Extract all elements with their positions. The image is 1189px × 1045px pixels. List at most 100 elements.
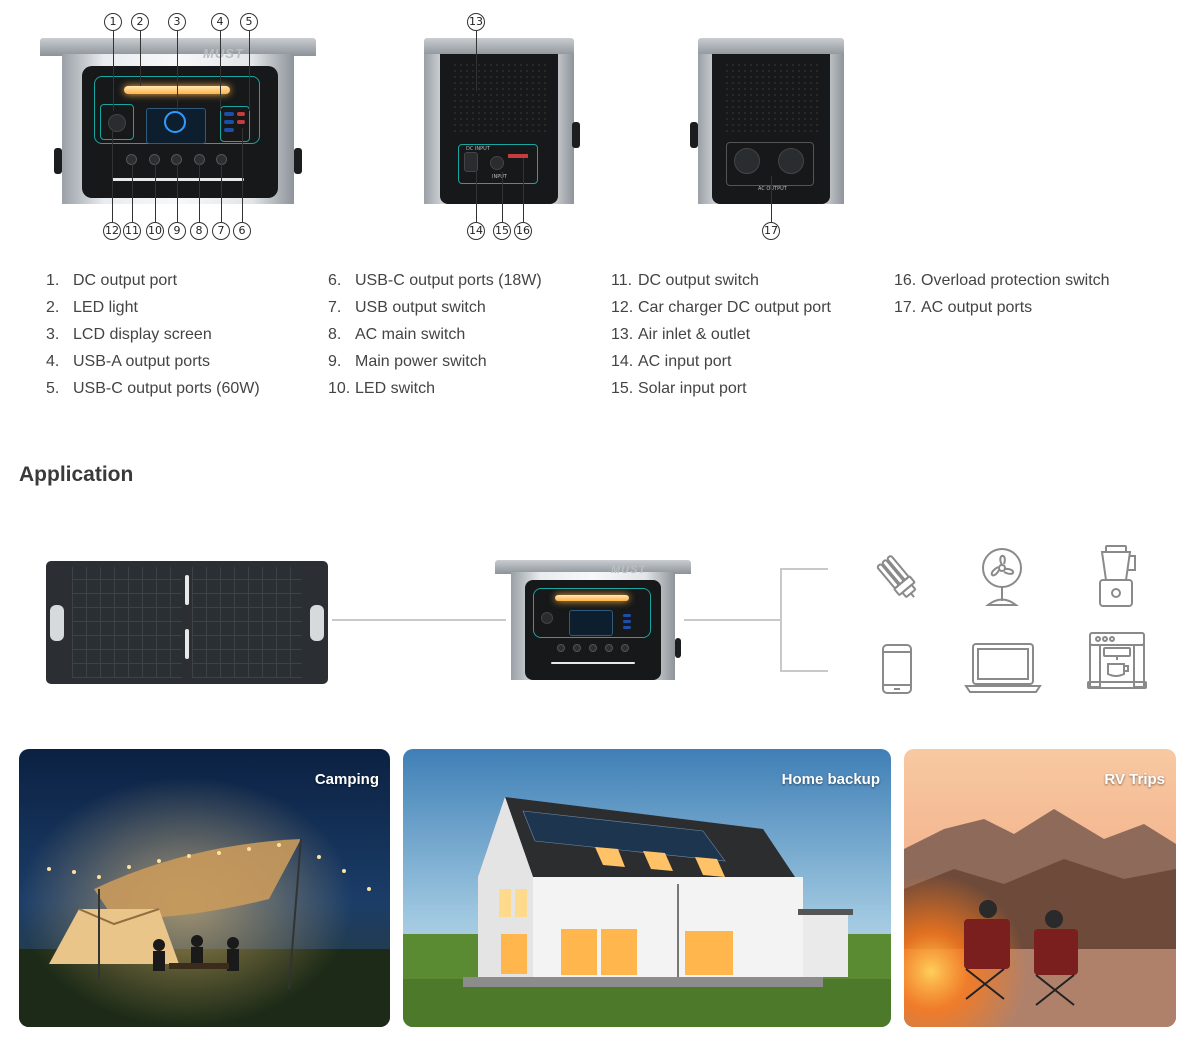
callout-11: 11: [123, 222, 141, 240]
legend-item: 15.Solar input port: [611, 380, 747, 397]
usb-ports-frame: [220, 106, 250, 142]
callout-leader: [113, 31, 114, 111]
callout-17: 17: [762, 222, 780, 240]
ac-output-port: [778, 148, 804, 174]
section-title-application: Application: [19, 463, 134, 486]
unit-top-lid: [495, 560, 691, 574]
lcd-display: [569, 610, 613, 636]
callout-leader: [476, 31, 477, 91]
callout-6: 6: [233, 222, 251, 240]
side-view-diagram: AC OUTPUT: [690, 38, 850, 208]
button: [621, 644, 629, 652]
legend-item: 6.USB-C output ports (18W): [328, 272, 542, 289]
back-view-diagram: DC INPUT INPUT: [422, 38, 582, 208]
callout-leader: [155, 160, 156, 222]
callout-leader: [112, 130, 113, 222]
solar-input-port: [490, 156, 504, 170]
callout-5: 5: [240, 13, 258, 31]
solar-cell-array-right: [192, 567, 302, 678]
button: [605, 644, 613, 652]
callout-leader: [249, 31, 250, 111]
usb-c-port: [237, 112, 245, 116]
callout-8: 8: [190, 222, 208, 240]
dc-output-port: [541, 612, 553, 624]
legend-column-3: 11.DC output switch 12.Car charger DC ou…: [611, 272, 831, 407]
legend-item: 11.DC output switch: [611, 272, 759, 289]
cfl-bulb-icon: [870, 550, 926, 606]
usb-a-port: [224, 112, 234, 116]
laptop-icon: [963, 640, 1043, 696]
power-station-small: MUST: [495, 560, 691, 682]
side-handle: [572, 122, 580, 148]
callout-leader: [476, 170, 477, 222]
callout-14: 14: [467, 222, 485, 240]
unit-top-lid: [424, 38, 574, 56]
blender-icon: [1094, 544, 1138, 610]
legend-column-2: 6.USB-C output ports (18W) 7.USB output …: [328, 272, 542, 407]
air-vent-grille: [724, 62, 818, 132]
ac-output-frame: [726, 142, 814, 186]
legend-item: 5.USB-C output ports (60W): [46, 380, 260, 397]
legend-item: 13.Air inlet & outlet: [611, 326, 751, 343]
solar-panel: [46, 561, 328, 684]
brand-logo: MUST: [203, 46, 244, 61]
callout-15: 15: [493, 222, 511, 240]
back-label-dc-input: DC INPUT: [466, 146, 490, 152]
legend-column-4: 16.Overload protection switch 17.AC outp…: [894, 272, 1110, 326]
connector-bracket: [780, 568, 828, 672]
callout-leader: [177, 160, 178, 222]
legend-item: 1.DC output port: [46, 272, 178, 289]
dc-port-frame: [100, 104, 134, 140]
brand-logo: MUST: [611, 564, 647, 576]
panel-handle-right: [310, 605, 324, 641]
usb-port: [623, 626, 631, 629]
button: [589, 644, 597, 652]
unit-top-lid: [698, 38, 844, 56]
callout-9: 9: [168, 222, 186, 240]
ac-input-port: [464, 152, 478, 172]
side-handle: [675, 638, 681, 658]
usb-c-port: [224, 128, 234, 132]
callout-3: 3: [168, 13, 186, 31]
callout-leader: [177, 31, 178, 111]
smartphone-icon: [880, 643, 914, 695]
rv-scene: [904, 749, 1176, 1027]
callout-leader: [220, 31, 221, 111]
back-label-input: INPUT: [492, 174, 507, 180]
legend-item: 14.AC input port: [611, 353, 732, 370]
legend-item: 17.AC output ports: [894, 299, 1033, 316]
solar-cell-array-left: [72, 567, 182, 678]
connector-line: [332, 619, 506, 621]
callout-12: 12: [103, 222, 121, 240]
legend-item: 2.LED light: [46, 299, 138, 316]
callout-leader: [771, 176, 772, 222]
button: [557, 644, 565, 652]
callout-10: 10: [146, 222, 164, 240]
photo-home-backup: Home backup: [403, 749, 891, 1027]
unit-top-lid: [40, 38, 316, 56]
usb-a-port: [224, 120, 234, 124]
side-handle-right: [294, 148, 302, 174]
panel-handle-left: [50, 605, 64, 641]
photo-camping: Camping: [19, 749, 390, 1027]
side-handle-left: [54, 148, 62, 174]
camping-scene: [19, 749, 390, 1027]
photo-label-home-backup: Home backup: [781, 771, 880, 788]
callout-leader: [523, 158, 524, 222]
callout-leader: [502, 172, 503, 222]
front-strip: [112, 178, 244, 181]
connector-line: [684, 619, 780, 621]
panel-hinge-slot: [185, 575, 189, 605]
side-handle: [690, 122, 698, 148]
led-light: [555, 595, 629, 601]
callout-1: 1: [104, 13, 122, 31]
legend-item: 3.LCD display screen: [46, 326, 212, 343]
dc-output-switch: [126, 154, 137, 165]
callout-leader: [199, 160, 200, 222]
photo-label-rv-trips: RV Trips: [1104, 771, 1165, 788]
air-vent-grille: [452, 62, 546, 132]
coffee-machine-icon: [1086, 630, 1148, 692]
callout-leader: [140, 31, 141, 86]
photo-label-camping: Camping: [314, 771, 379, 788]
legend-item: 4.USB-A output ports: [46, 353, 210, 370]
